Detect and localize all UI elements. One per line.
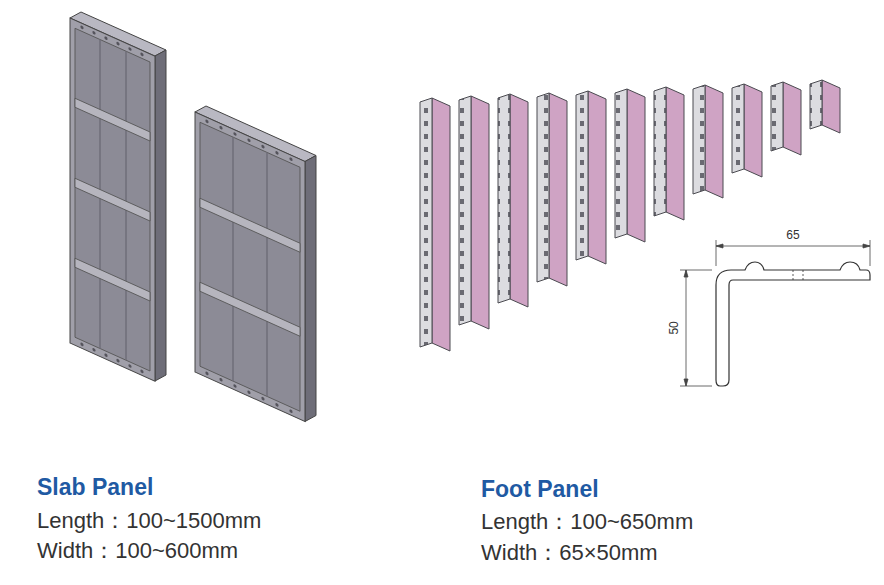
stiffener xyxy=(266,152,268,396)
spec-text: Length：100~1500mm xyxy=(37,508,261,533)
foot-panels xyxy=(420,80,840,351)
profile-section xyxy=(716,262,870,386)
heading: Foot Panel xyxy=(481,476,599,502)
dimension-arrow xyxy=(684,379,688,386)
foot-panel xyxy=(459,96,489,329)
rib xyxy=(200,198,300,252)
foot-panel xyxy=(771,82,801,155)
spec-text: Width：100~600mm xyxy=(37,538,238,563)
bolt-holes xyxy=(80,25,143,374)
dimension-value: 50 xyxy=(668,321,682,334)
rib xyxy=(75,258,150,301)
extension-line xyxy=(680,386,712,387)
foot-panel xyxy=(693,85,723,198)
extension-line xyxy=(680,270,712,271)
dimension-line xyxy=(686,270,687,386)
bolt-holes xyxy=(205,119,292,413)
dimension-arrow xyxy=(863,244,870,248)
rib xyxy=(75,178,150,221)
dimension-arrow xyxy=(684,270,688,277)
foot-panel xyxy=(576,91,606,264)
rib xyxy=(200,282,300,336)
panel-face xyxy=(70,18,155,381)
panel-side xyxy=(155,50,166,381)
spec-text: Width：65×50mm xyxy=(481,540,658,565)
foot-panel xyxy=(732,84,762,177)
stiffener xyxy=(232,137,234,381)
panel-skin xyxy=(75,28,150,371)
panel-side xyxy=(305,156,316,422)
spec-text: Length：100~650mm xyxy=(481,509,693,534)
panel-skin xyxy=(200,122,300,411)
extension-line xyxy=(870,240,871,266)
panel-frame xyxy=(70,18,155,381)
foot-panel xyxy=(537,93,567,286)
hole-line xyxy=(793,270,794,280)
panel-face xyxy=(195,112,305,422)
foot-panel xyxy=(615,89,645,242)
angle-profile xyxy=(716,262,870,386)
extension-line xyxy=(716,240,717,266)
foot-panel xyxy=(498,94,528,307)
foot-panel xyxy=(654,87,684,220)
slab-panel xyxy=(195,106,316,422)
foot-panel xyxy=(420,98,450,351)
heading: Slab Panel xyxy=(37,474,153,500)
dimension-line xyxy=(716,246,870,247)
dimension-value: 65 xyxy=(786,229,799,243)
hole-line xyxy=(803,270,804,280)
panel-frame xyxy=(195,112,305,422)
slab-panel xyxy=(70,12,166,381)
dimension-lines xyxy=(680,240,870,386)
dimension-arrow xyxy=(716,244,723,248)
foot-panel xyxy=(810,80,840,133)
rib xyxy=(75,98,150,141)
